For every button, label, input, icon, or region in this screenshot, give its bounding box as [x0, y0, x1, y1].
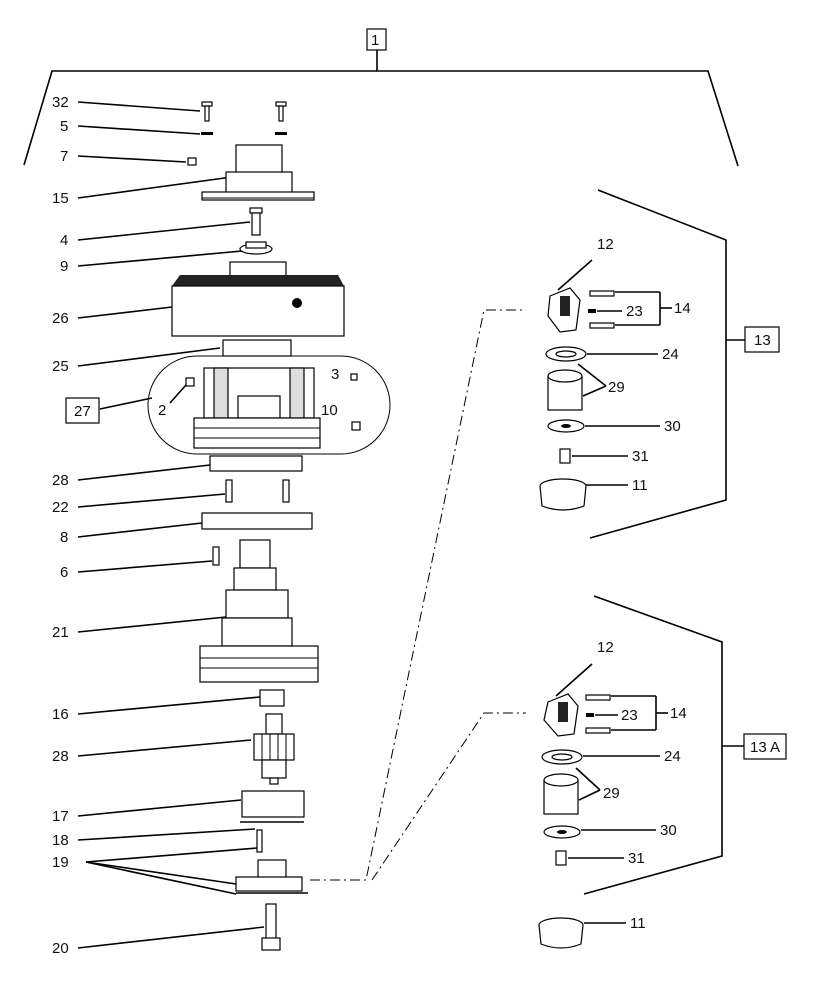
pin-4	[249, 207, 263, 236]
callout-18: 18	[52, 832, 69, 849]
plate-8	[201, 512, 313, 530]
callout-17: 17	[52, 808, 69, 825]
callout-2: 2	[158, 402, 166, 419]
assembly-number: 1	[371, 32, 379, 49]
ring-28-top	[209, 455, 303, 472]
kit-13a-number: 13 A	[750, 739, 780, 756]
callout-25: 25	[52, 358, 69, 375]
flange-19	[235, 859, 308, 894]
washer-5b	[275, 132, 287, 135]
callout-19: 19	[52, 854, 69, 871]
shaft-21	[199, 539, 319, 683]
callout-26: 26	[52, 310, 69, 327]
callout-28-top: 28	[52, 472, 69, 489]
kit-13a-callout-11: 11	[630, 915, 646, 932]
callout-28-bottom: 28	[52, 748, 69, 765]
callout-15: 15	[52, 190, 69, 207]
callout-32: 32	[52, 94, 69, 111]
left-leader-lines	[77, 101, 265, 949]
sleeve-17	[241, 790, 305, 818]
pin-6	[212, 546, 220, 566]
bolt-20	[261, 903, 281, 951]
washer-5	[201, 132, 213, 135]
callout-9: 9	[60, 258, 68, 275]
fitting-7	[187, 157, 197, 166]
kit-13-callout-24: 24	[662, 346, 679, 363]
kit-13a-callout-14: 14	[670, 705, 687, 722]
kit-13-callout-14: 14	[674, 300, 691, 317]
assembly-callout: 1	[23, 28, 739, 167]
ring-25	[222, 339, 292, 357]
kit-13a-callout-29: 29	[603, 785, 620, 802]
subassembly-number: 27	[74, 403, 91, 420]
kit-13-callout-11: 11	[632, 477, 648, 494]
coupler-16	[259, 689, 285, 707]
callout-20: 20	[52, 940, 69, 957]
housing-26	[171, 261, 345, 337]
bolt-32	[201, 101, 287, 122]
kit-13a-group: 13 A 12 14 23 24 29 30 31 11	[538, 595, 787, 949]
callout-8: 8	[60, 529, 68, 546]
callout-16: 16	[52, 706, 69, 723]
kit-13-callout-29: 29	[608, 379, 625, 396]
callout-3: 3	[331, 366, 339, 383]
kit-13-callout-23: 23	[626, 303, 643, 320]
gear-28	[253, 713, 295, 785]
kit-13a-callout-24: 24	[664, 748, 681, 765]
callout-21: 21	[52, 624, 69, 641]
kit-13-number: 13	[754, 332, 771, 349]
kit-13a-callout-31: 31	[628, 850, 645, 867]
callout-5: 5	[60, 118, 68, 135]
cap-15	[201, 144, 315, 201]
kit-13-callout-30: 30	[664, 418, 681, 435]
callout-6: 6	[60, 564, 68, 581]
pin-18	[256, 829, 263, 853]
main-parts-column: 27	[65, 101, 526, 951]
kit-13-callout-31: 31	[632, 448, 649, 465]
callout-10: 10	[321, 402, 338, 419]
bolts-22	[225, 479, 290, 503]
kit-13a-callout-30: 30	[660, 822, 677, 839]
callout-4: 4	[60, 232, 68, 249]
callout-7: 7	[60, 148, 68, 165]
callout-22: 22	[52, 499, 69, 516]
kit-13a-callout-23: 23	[621, 707, 638, 724]
subassembly-27: 27	[65, 355, 391, 455]
kit-13-callout-12: 12	[597, 236, 614, 253]
bushing-9	[239, 241, 273, 255]
left-callout-labels: 32 5 7 15 4 9 26 25 2 3 10 28 22 8 6 21 …	[52, 94, 339, 957]
kit-13-group: 13 12 14 23 24 29 30 31 11	[539, 189, 780, 539]
kit-13a-callout-12: 12	[597, 639, 614, 656]
